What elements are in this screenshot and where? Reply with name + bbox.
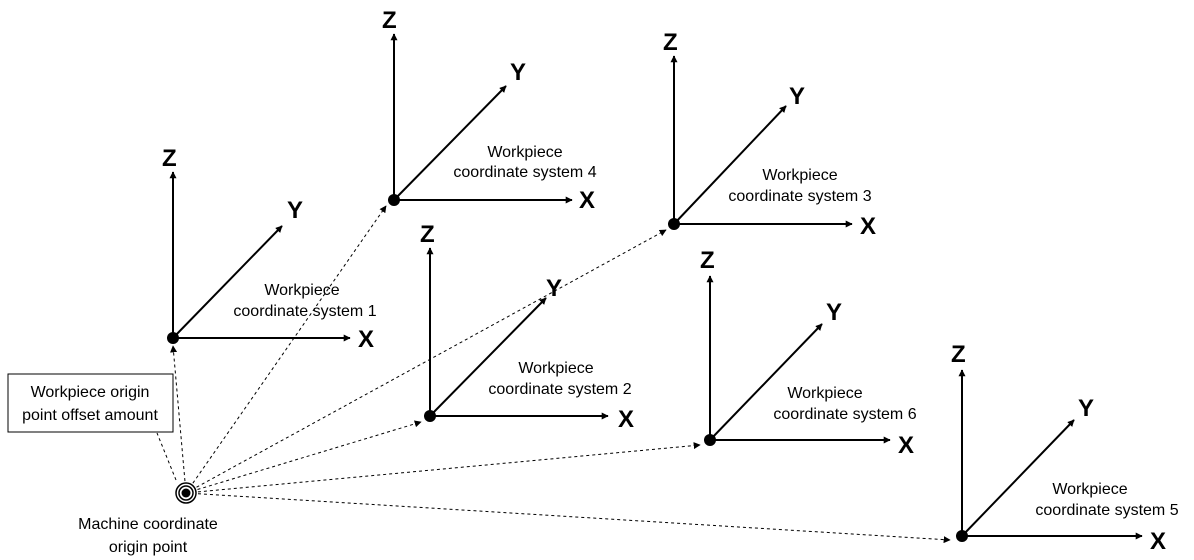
coordinate-system-6: Z Y X Workpiece coordinate system 6 bbox=[700, 247, 917, 459]
z-axis-label: Z bbox=[663, 29, 678, 56]
callout-line2: point offset amount bbox=[22, 407, 158, 424]
y-axis-arrow bbox=[673, 105, 787, 225]
system-label-line2: coordinate system 4 bbox=[453, 164, 596, 181]
offset-line-6 bbox=[185, 442, 701, 494]
offset-line-2 bbox=[185, 420, 422, 494]
coordinate-system-4: Z Y X Workpiece coordinate system 4 bbox=[382, 7, 597, 214]
x-axis-label: X bbox=[579, 187, 595, 214]
z-axis-label: Z bbox=[700, 247, 715, 274]
x-axis-label: X bbox=[1150, 528, 1166, 555]
y-axis-arrow bbox=[393, 85, 507, 201]
machine-origin-label-line1: Machine coordinate bbox=[78, 516, 218, 533]
y-axis-label: Y bbox=[789, 83, 805, 110]
origin-point bbox=[704, 434, 716, 446]
coordinate-system-2: Z Y X Workpiece coordinate system 2 bbox=[420, 221, 634, 433]
system-label-line1: Workpiece bbox=[487, 144, 562, 161]
origin-point bbox=[668, 218, 680, 230]
offset-line-5 bbox=[185, 492, 951, 544]
y-axis-label: Y bbox=[1078, 395, 1094, 422]
system-label-line1: Workpiece bbox=[762, 167, 837, 184]
origin-point bbox=[388, 194, 400, 206]
z-axis-label: Z bbox=[951, 341, 966, 368]
system-label-line2: coordinate system 2 bbox=[488, 381, 631, 398]
x-axis-label: X bbox=[358, 326, 374, 353]
system-label-line2: coordinate system 6 bbox=[773, 406, 916, 423]
system-label-line2: coordinate system 3 bbox=[728, 188, 871, 205]
y-axis-arrow bbox=[172, 225, 283, 339]
offset-line-3 bbox=[185, 229, 667, 494]
machine-origin: Machine coordinate origin point bbox=[78, 482, 218, 556]
x-axis-label: X bbox=[898, 432, 914, 459]
machine-origin-dot bbox=[181, 488, 191, 498]
z-axis-label: Z bbox=[382, 7, 397, 34]
y-axis-arrow bbox=[429, 297, 547, 417]
callout-leader bbox=[156, 432, 177, 481]
y-axis-arrow bbox=[709, 323, 823, 441]
y-axis-label: Y bbox=[287, 197, 303, 224]
x-axis-label: X bbox=[860, 213, 876, 240]
system-label-line1: Workpiece bbox=[787, 385, 862, 402]
system-label-line1: Workpiece bbox=[518, 360, 593, 377]
system-label-line2: coordinate system 5 bbox=[1035, 502, 1178, 519]
coordinate-system-5: Z Y X Workpiece coordinate system 5 bbox=[951, 341, 1179, 555]
y-axis-label: Y bbox=[546, 275, 562, 302]
offset-amount-callout: Workpiece origin point offset amount bbox=[7, 373, 177, 481]
y-axis-arrow bbox=[961, 419, 1075, 537]
machine-origin-label-line2: origin point bbox=[109, 539, 188, 556]
callout-line1: Workpiece origin bbox=[31, 384, 150, 401]
z-axis-label: Z bbox=[162, 145, 177, 172]
origin-point bbox=[956, 530, 968, 542]
x-axis-label: X bbox=[618, 406, 634, 433]
y-axis-label: Y bbox=[826, 299, 842, 326]
callout-box bbox=[7, 373, 174, 433]
origin-point bbox=[424, 410, 436, 422]
offset-line-1 bbox=[170, 345, 187, 494]
system-label-line1: Workpiece bbox=[1052, 481, 1127, 498]
y-axis-label: Y bbox=[510, 59, 526, 86]
system-label-line1: Workpiece bbox=[264, 282, 339, 299]
offset-line-4 bbox=[185, 205, 387, 494]
origin-point bbox=[167, 332, 179, 344]
coordinate-system-3: Z Y X Workpiece coordinate system 3 bbox=[663, 29, 876, 240]
z-axis-label: Z bbox=[420, 221, 435, 248]
coordinate-system-1: Z Y X Workpiece coordinate system 1 bbox=[162, 145, 377, 353]
system-label-line2: coordinate system 1 bbox=[233, 303, 376, 320]
offset-lines bbox=[170, 205, 951, 544]
